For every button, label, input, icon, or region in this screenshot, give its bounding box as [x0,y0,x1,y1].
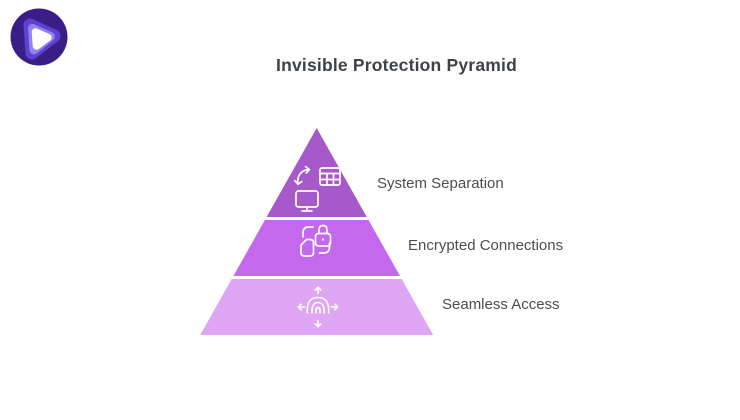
pyramid-tier-bottom [200,279,434,335]
system-separation-icon [293,165,341,212]
tier-label-seamless-access: Seamless Access [442,296,560,313]
brand-logo [10,8,68,66]
seamless-access-icon [297,286,339,328]
page-title: Invisible Protection Pyramid [276,55,517,75]
logo-core-blob [31,28,52,50]
pyramid-tier-middle [233,220,400,276]
encrypted-connections-icon [300,224,332,257]
pyramid-tier-top [266,128,367,217]
tier-label-system-separation: System Separation [377,175,504,192]
tier-label-encrypted-connections: Encrypted Connections [408,237,564,254]
